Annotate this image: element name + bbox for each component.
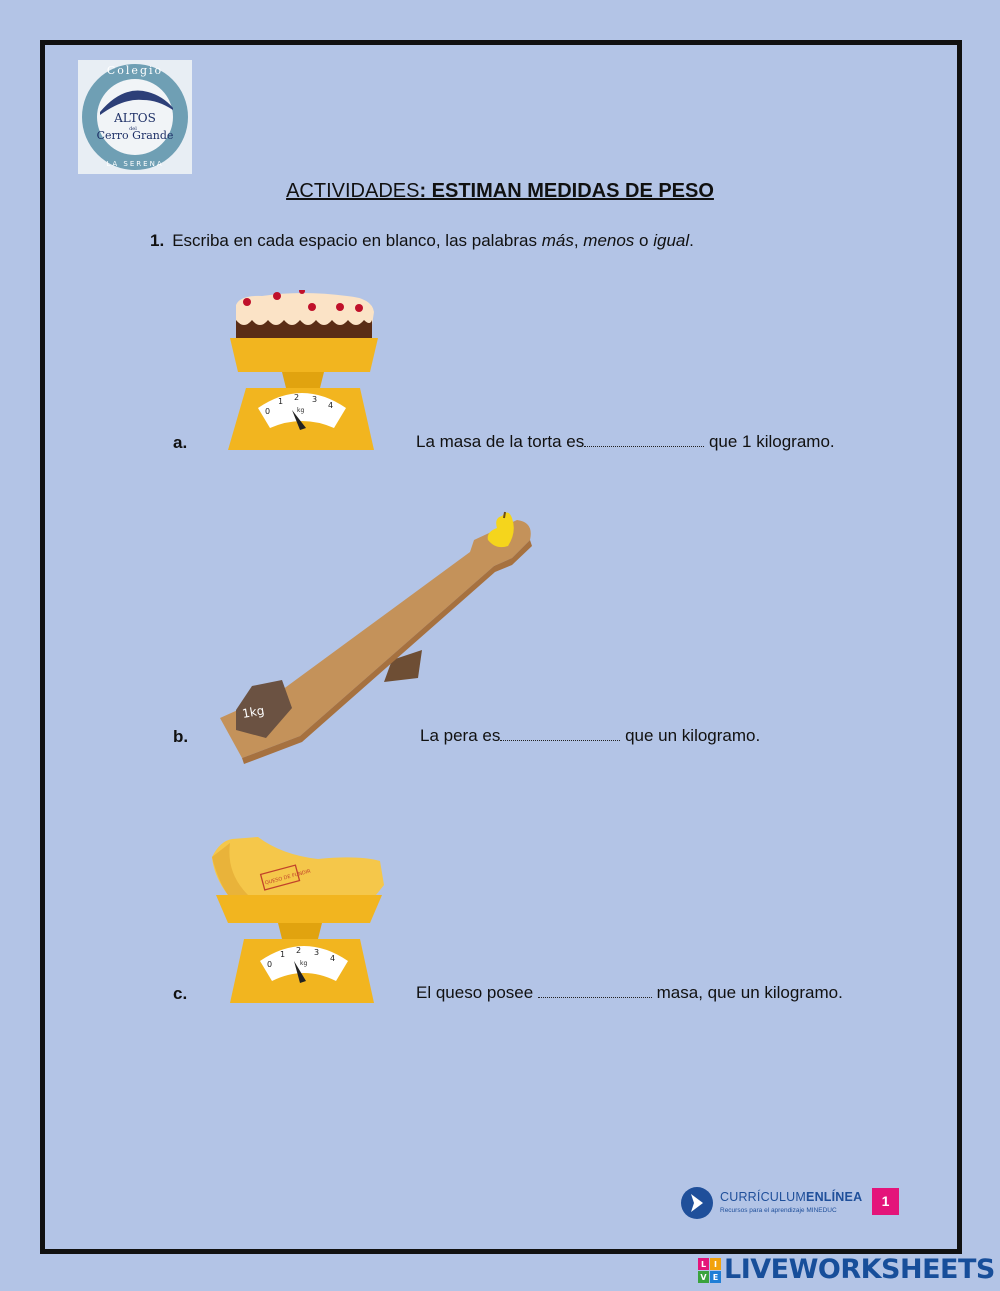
item-a-letter: a.: [173, 433, 188, 452]
liveworksheets-watermark: L I V E LIVEWORKSHEETS: [698, 1254, 995, 1286]
item-b-text-before: La pera es: [420, 726, 501, 745]
instruction-sep2: o: [634, 231, 654, 250]
item-b-answer-blank[interactable]: [500, 726, 621, 741]
scale-a-label-1: 1: [278, 397, 283, 406]
scale-a-label-4: 4: [328, 401, 333, 410]
instruction-word-igual: igual: [653, 231, 690, 250]
item-c-sentence: El queso posee masa, que un kilogramo.: [416, 983, 843, 1003]
brand-subtitle: Recursos para el aprendizaje MINEDUC: [720, 1207, 837, 1214]
page-title: ACTIVIDADES: ESTIMAN MEDIDAS DE PESO: [0, 180, 1000, 203]
brand-bold: ENLÍNEA: [806, 1190, 863, 1204]
item-c-answer-blank[interactable]: [537, 983, 652, 998]
watermark-text: LIVEWORKSHEETS: [724, 1254, 995, 1285]
scale-a-label-0: 0: [265, 407, 270, 416]
item-c-letter: c.: [173, 984, 188, 1003]
title-prefix: ACTIVIDADES: [286, 180, 420, 202]
page-number: 1: [872, 1188, 899, 1215]
scale-c-label-4: 4: [330, 954, 335, 963]
seesaw-illustration: 1kg: [220, 511, 532, 764]
logo-bottom-text: LA SERENA: [106, 160, 163, 168]
item-b-letter: b.: [173, 727, 189, 746]
instruction-text: Escriba en cada espacio en blanco, las p…: [172, 231, 542, 250]
logo-line2: del: [129, 126, 137, 132]
logo-line1: ALTOS: [113, 111, 156, 125]
item-a-sentence: La masa de la torta es que 1 kilogramo.: [416, 432, 835, 452]
item-a-text-after: que 1 kilogramo.: [704, 432, 835, 451]
lw-letter-v: V: [700, 1273, 707, 1282]
arrow-circle-icon: [681, 1187, 713, 1219]
lw-letter-l: L: [701, 1260, 706, 1269]
item-c-text-after: masa, que un kilogramo.: [651, 983, 843, 1002]
scale-c-label-1: 1: [280, 950, 285, 959]
item-b-sentence: La pera es que un kilogramo.: [420, 726, 760, 746]
item-a-answer-blank[interactable]: [584, 432, 705, 447]
scale-c-label-2: 2: [296, 946, 301, 955]
scale-c-label-3: 3: [314, 948, 319, 957]
lw-letter-i: I: [714, 1260, 717, 1269]
instruction-sep1: ,: [573, 231, 584, 250]
instruction-word-menos: menos: [583, 231, 635, 250]
cheese-scale-illustration: QUESO DE FUNDIR 0 1 2 3 4 kg: [212, 837, 384, 1003]
scale-c-label-0: 0: [267, 960, 272, 969]
instruction-word-mas: más: [541, 231, 574, 250]
instruction-number: 1.: [150, 231, 165, 250]
scale-a-unit: kg: [297, 407, 304, 414]
item-c-text-before: El queso posee: [416, 983, 538, 1002]
item-b-text-after: que un kilogramo.: [620, 726, 761, 745]
lw-letter-e: E: [713, 1273, 718, 1282]
item-a-text-before: La masa de la torta es: [416, 432, 585, 451]
curriculum-en-linea-logo: CURRÍCULUMENLÍNEA Recursos para el apren…: [680, 1184, 870, 1224]
logo-line3: Cerro Grande: [97, 129, 174, 142]
cake-scale-illustration: 0 1 2 3 4 kg: [228, 290, 378, 450]
scale-a-label-3: 3: [312, 395, 317, 404]
school-logo: Colegio ALTOS del Cerro Grande LA SERENA: [78, 60, 192, 174]
worksheet-frame: [40, 40, 962, 1254]
instruction: 1. Escriba en cada espacio en blanco, las…: [150, 231, 694, 251]
instruction-end: .: [689, 231, 694, 250]
scale-a-label-2: 2: [294, 393, 299, 402]
logo-top-text: Colegio: [107, 64, 163, 77]
brand-regular: CURRÍCULUM: [720, 1190, 807, 1204]
scale-c-unit: kg: [300, 960, 307, 967]
title-bold: : ESTIMAN MEDIDAS DE PESO: [419, 180, 714, 202]
liveworksheets-logo-icon: L I V E: [698, 1258, 721, 1283]
weight-label: 1kg: [241, 703, 265, 721]
brand-name: CURRÍCULUMENLÍNEA: [720, 1190, 862, 1204]
